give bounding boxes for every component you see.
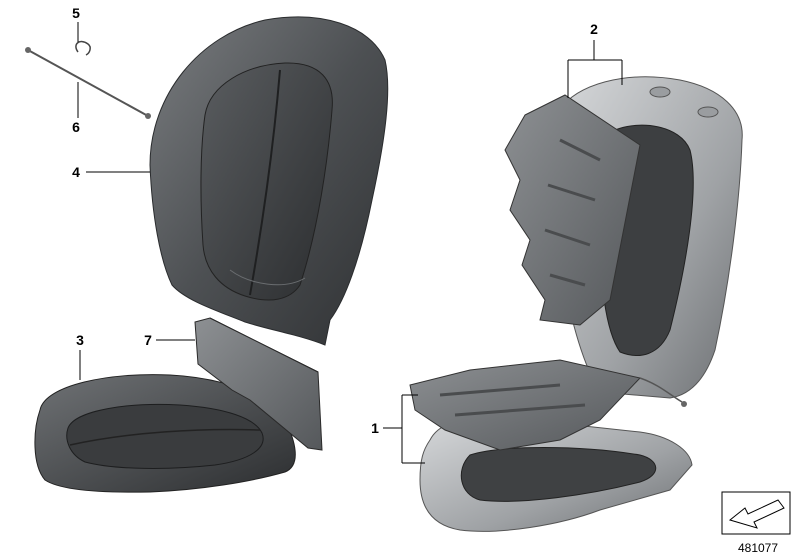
- callout-7: 7: [144, 332, 195, 348]
- seat-heating-mat: [409, 359, 687, 451]
- callout-4: 4: [72, 164, 150, 180]
- arrow-orientation-icon: [721, 491, 791, 535]
- backrest-foam-pad: [149, 16, 389, 346]
- sensor-wire: [25, 47, 151, 119]
- callout-label-4: 4: [72, 164, 80, 180]
- callout-3: 3: [76, 332, 84, 380]
- insert-pad: [194, 317, 323, 451]
- callout-2: 2: [567, 21, 623, 98]
- callout-label-6: 6: [72, 119, 80, 135]
- callout-label-7: 7: [144, 332, 152, 348]
- callout-label-5: 5: [72, 5, 80, 21]
- wire-clip: [75, 40, 91, 56]
- reference-number: 481077: [738, 541, 778, 555]
- seat-cushion-foam: [34, 374, 296, 493]
- callout-5: 5: [72, 5, 80, 42]
- callout-1: 1: [371, 394, 425, 464]
- callout-label-2: 2: [590, 21, 598, 37]
- callout-label-1: 1: [371, 420, 379, 436]
- callout-6: 6: [72, 82, 80, 135]
- backrest-heating-mat: [504, 94, 641, 326]
- callout-label-3: 3: [76, 332, 84, 348]
